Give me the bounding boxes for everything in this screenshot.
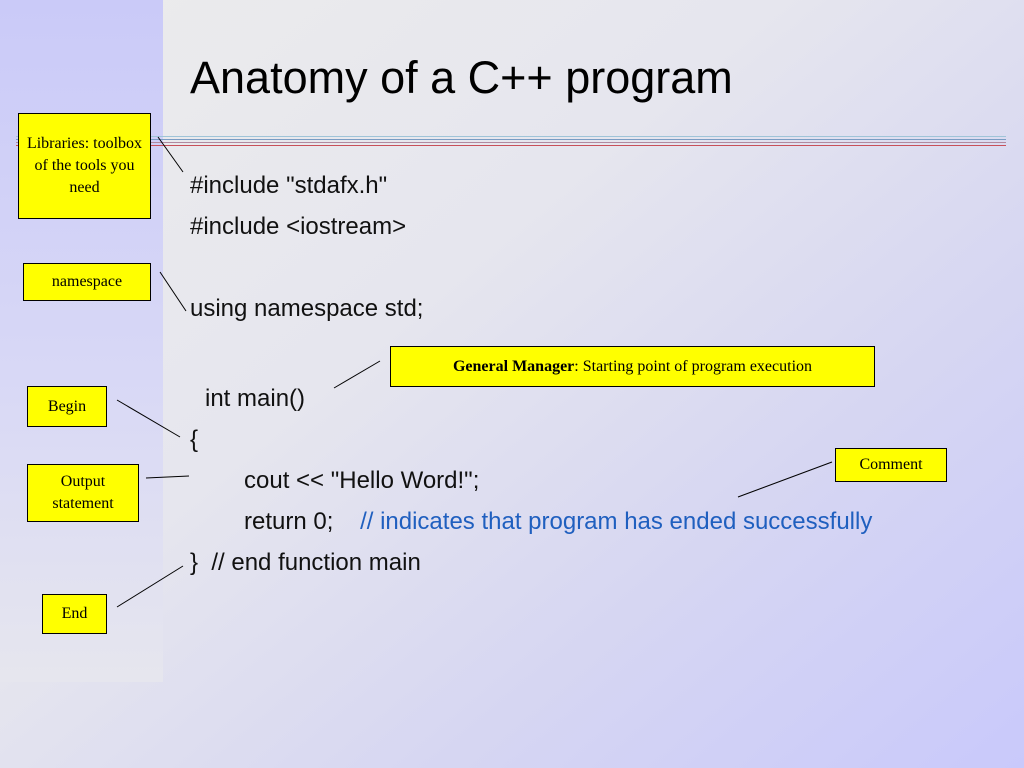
output-connector [145, 475, 190, 479]
libraries-connector [157, 136, 184, 173]
code-line-include-stdafx: #include "stdafx.h" [190, 172, 388, 199]
libraries-callout: Libraries: toolbox of the tools you need [18, 113, 151, 219]
output-statement-callout-text: Output statement [52, 473, 114, 512]
general-manager-callout: General Manager: Starting point of progr… [390, 346, 875, 387]
title-divider-line [16, 145, 1006, 146]
title-divider-line [16, 136, 1006, 137]
title-divider-line [16, 139, 1006, 140]
general-manager-description: : Starting point of program execution [574, 357, 813, 375]
title-divider-line [16, 142, 1006, 143]
slide-title: Anatomy of a C++ program [190, 52, 733, 103]
return-statement: return 0; [244, 508, 334, 535]
code-line-open-brace: { [190, 426, 199, 453]
general-manager-callout-text: General Manager: Starting point of progr… [453, 356, 812, 378]
code-line-close-brace: } // end function main [190, 549, 421, 576]
libraries-callout-text: Libraries: toolbox of the tools you need [26, 135, 143, 196]
general-manager-connector [333, 360, 381, 389]
output-statement-callout: Output statement [27, 464, 139, 522]
code-line-include-iostream: #include <iostream> [190, 213, 407, 240]
comment-callout-text: Comment [859, 456, 923, 473]
return-comment: // indicates that program has ended succ… [360, 508, 873, 535]
comment-callout: Comment [835, 448, 947, 482]
end-connector [116, 565, 184, 608]
end-callout: End [42, 594, 107, 634]
code-line-using-namespace: using namespace std; [190, 295, 424, 322]
begin-callout-text: Begin [47, 397, 87, 415]
code-line-return: return 0; // indicates that program has … [244, 508, 872, 536]
begin-connector [116, 399, 181, 438]
namespace-callout: namespace [23, 263, 151, 301]
general-manager-bold: General Manager [452, 357, 575, 375]
begin-callout: Begin [27, 386, 107, 427]
namespace-callout-text: namespace [51, 273, 123, 290]
code-line-int-main: int main() [205, 385, 306, 412]
code-line-cout: cout << "Hello Word!"; [244, 467, 480, 494]
end-callout-text: End [61, 605, 88, 622]
comment-connector [737, 461, 833, 498]
namespace-connector [159, 271, 187, 312]
